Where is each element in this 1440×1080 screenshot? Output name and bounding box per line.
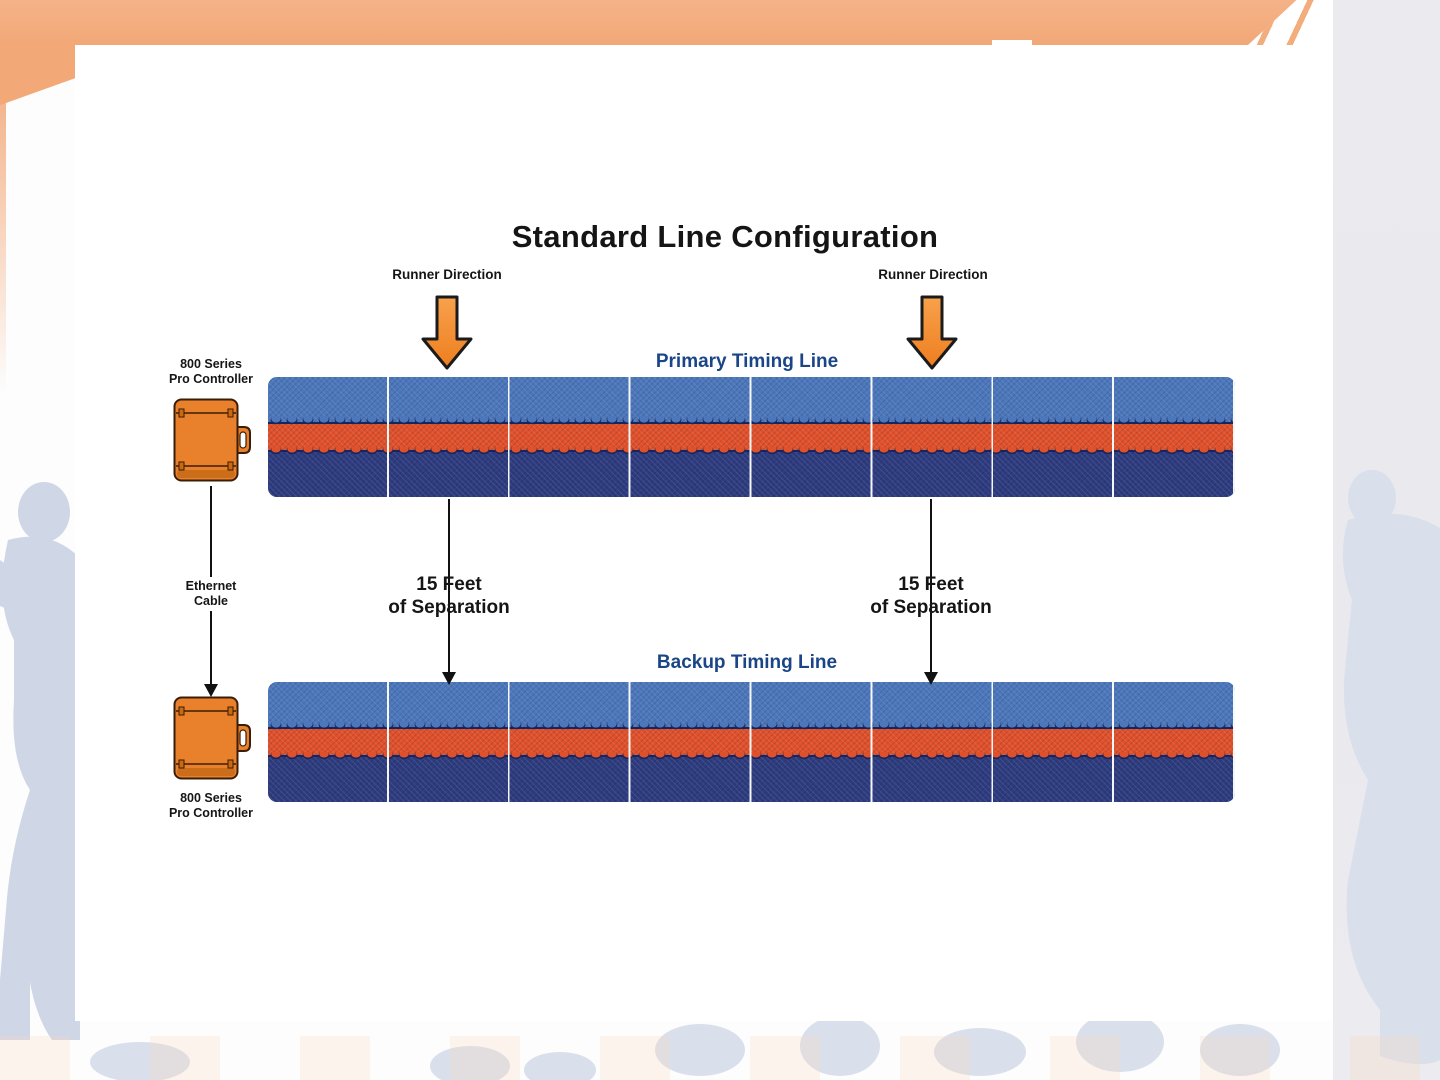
controller-label-line2: Pro Controller <box>168 805 254 820</box>
runner-right-silhouette <box>1342 470 1440 1065</box>
runner-direction-arrow-right <box>906 295 958 370</box>
slide-edge-tab <box>992 40 1032 48</box>
ethernet-label: Ethernet Cable <box>166 577 256 611</box>
controller-label-line2: Pro Controller <box>168 371 254 386</box>
separation-label-left: 15 Feet of Separation <box>339 573 559 619</box>
runner-left-silhouette <box>0 482 81 1040</box>
separation-line-right <box>930 499 932 672</box>
runner-direction-arrow-left <box>421 295 473 370</box>
slide-background <box>75 45 1333 1021</box>
banner-left-strip <box>0 45 6 395</box>
top-banner <box>0 0 1333 45</box>
separation-label-line1: 15 Feet <box>416 574 482 595</box>
separation-label-line2: of Separation <box>388 597 510 618</box>
ethernet-arrowhead-icon <box>204 684 218 697</box>
separation-label-right: 15 Feet of Separation <box>821 573 1041 619</box>
controller-bottom-label: 800 Series Pro Controller <box>136 791 286 820</box>
runner-direction-label-left: Runner Direction <box>392 267 502 282</box>
backup-timing-mat <box>268 682 1235 802</box>
runner-direction-label-right: Runner Direction <box>878 267 988 282</box>
page-title: Standard Line Configuration <box>511 219 939 254</box>
separation-arrowhead-icon <box>924 672 938 685</box>
controller-label-line1: 800 Series <box>180 357 242 371</box>
separation-line-left <box>448 499 450 672</box>
controller-icon <box>173 696 251 780</box>
controller-icon <box>173 398 251 482</box>
crowd-silhouette <box>90 1012 1280 1080</box>
separation-label-line1: 15 Feet <box>898 574 964 595</box>
separation-label-line2: of Separation <box>870 597 992 618</box>
controller-top-label: 800 Series Pro Controller <box>136 357 286 386</box>
backup-line-label: Backup Timing Line <box>656 652 838 673</box>
mat-segment-gaps <box>268 377 1235 497</box>
controller-label-line1: 800 Series <box>180 791 242 805</box>
ethernet-label-line1: Ethernet <box>185 579 237 593</box>
ethernet-label-line2: Cable <box>193 594 229 608</box>
primary-timing-mat <box>268 377 1235 497</box>
separation-arrowhead-icon <box>442 672 456 685</box>
primary-line-label: Primary Timing Line <box>655 351 839 372</box>
mat-segment-gaps <box>268 682 1235 802</box>
bottom-tint <box>0 1036 1440 1080</box>
